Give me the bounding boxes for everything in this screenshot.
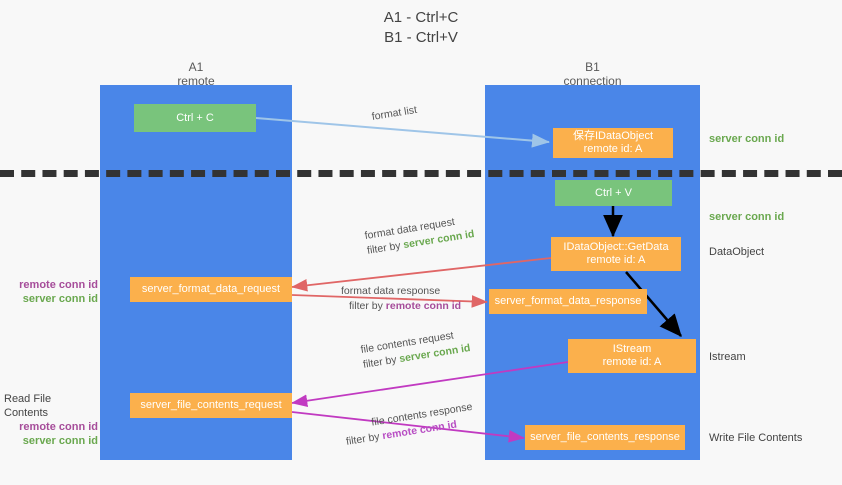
box-ctrl-v-line1: Ctrl + V xyxy=(595,186,632,199)
left-note-read-file-contents: Read File Contents xyxy=(4,393,52,419)
left-note-remote-conn-id-1: remote conn id xyxy=(19,279,98,291)
box-ctrl-c[interactable]: Ctrl + C xyxy=(134,104,256,132)
column-header-b1-name: B1 xyxy=(585,60,600,74)
arrow-label-format-data-response: format data response filter by remote co… xyxy=(341,284,461,314)
box-server-file-contents-response[interactable]: server_file_contents_response xyxy=(525,425,685,450)
box-ctrl-v[interactable]: Ctrl + V xyxy=(555,180,672,206)
left-note-server-conn-id-2: server conn id xyxy=(22,435,98,447)
arrow-label-format-list: format list xyxy=(371,103,418,125)
box-server-format-data-response-label: server_format_data_response xyxy=(494,295,642,307)
box-server-format-data-request[interactable]: server_format_data_request xyxy=(130,277,292,302)
box-istream-line1: IStream xyxy=(612,343,652,355)
left-note-group-format: remote conn id server conn id xyxy=(10,278,98,306)
column-header-b1-sub: connection xyxy=(563,74,622,88)
note-write-file-contents: Write File Contents xyxy=(709,432,803,444)
arrow-label-format-data-request: format data request filter by server con… xyxy=(364,212,476,259)
note-server-conn-id-top: server conn id xyxy=(709,133,785,145)
box-ctrl-c-line1: Ctrl + C xyxy=(176,111,214,124)
title-line-1: A1 - Ctrl+C xyxy=(383,9,459,26)
arrow-label-format-data-response-line1: format data response xyxy=(341,285,441,297)
box-get-data-line1: IDataObject::GetData xyxy=(563,241,669,253)
box-get-data[interactable]: IDataObject::GetData remote id: A xyxy=(551,237,681,271)
arrow-label-format-list-line1: format list xyxy=(370,103,418,123)
box-store-data-object[interactable]: 保存IDataObject remote id: A xyxy=(553,128,673,158)
column-header-b1: B1 connection xyxy=(485,60,700,88)
phase-divider xyxy=(0,170,842,177)
column-header-a1: A1 remote xyxy=(100,60,292,88)
box-server-file-contents-request[interactable]: server_file_contents_request xyxy=(130,393,292,418)
box-store-data-object-line2: remote id: A xyxy=(583,143,643,155)
box-istream[interactable]: IStream remote id: A xyxy=(568,339,696,373)
filter-by-value-remote-conn-id-1: remote conn id xyxy=(385,300,462,312)
filter-by-prefix-2: filter by xyxy=(349,300,386,312)
column-header-a1-name: A1 xyxy=(188,60,204,74)
left-note-group-file: Read File Contents remote conn id server… xyxy=(4,392,98,448)
arrow-label-format-data-response-line2: filter by remote conn id xyxy=(341,299,461,314)
box-istream-line2: remote id: A xyxy=(602,356,662,368)
note-server-conn-id-mid: server conn id xyxy=(709,211,785,223)
left-note-server-conn-id-1: server conn id xyxy=(22,293,98,305)
note-istream: Istream xyxy=(709,351,746,363)
box-get-data-line2: remote id: A xyxy=(586,254,646,266)
note-data-object: DataObject xyxy=(709,246,765,258)
box-server-format-data-request-label: server_format_data_request xyxy=(141,283,281,295)
arrow-label-file-contents-response: file contents response filter by remote … xyxy=(343,400,476,450)
box-server-file-contents-response-label: server_file_contents_response xyxy=(530,431,680,443)
box-server-file-contents-request-label: server_file_contents_request xyxy=(140,399,282,411)
title-line-2: B1 - Ctrl+V xyxy=(384,29,458,46)
column-header-a1-sub: remote xyxy=(177,74,215,88)
page-title: A1 - Ctrl+C B1 - Ctrl+V xyxy=(0,8,842,48)
box-server-format-data-response[interactable]: server_format_data_response xyxy=(489,289,647,314)
box-store-data-object-line1: 保存IDataObject xyxy=(572,130,654,142)
arrow-label-file-contents-request: file contents request filter by server c… xyxy=(360,326,472,373)
left-note-remote-conn-id-2: remote conn id xyxy=(19,421,98,433)
